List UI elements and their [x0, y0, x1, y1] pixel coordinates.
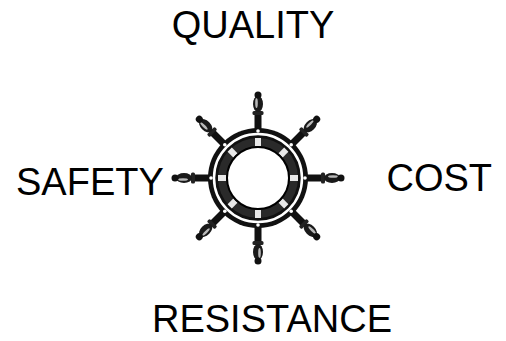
bottom-label: RESISTANCE: [152, 299, 392, 339]
top-label: QUALITY: [172, 5, 335, 45]
left-label: SAFETY: [16, 162, 164, 202]
right-label: COST: [386, 158, 492, 198]
